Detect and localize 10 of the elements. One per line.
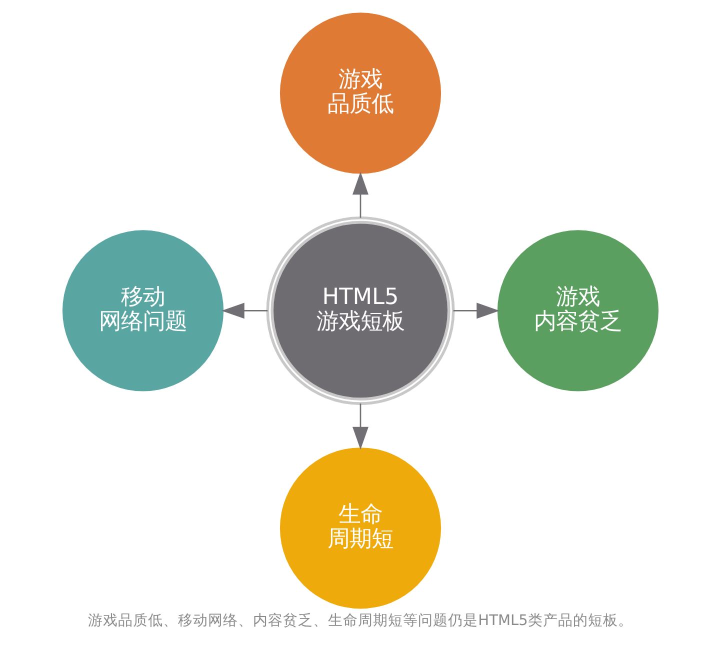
arrow	[352, 404, 368, 450]
arrow	[452, 302, 499, 319]
node-circle: HTML5游戏短板	[266, 216, 454, 405]
node-circle: 生命周期短	[279, 448, 441, 609]
arrow	[221, 302, 268, 319]
node-circle: 移动网络问题	[62, 230, 224, 392]
arrow	[352, 172, 368, 218]
caption: 游戏品质低、移动网络、内容贫乏、生命周期短等问题仍是HTML5类产品的短板。	[88, 612, 632, 629]
node-circle: 游戏品质低	[279, 12, 441, 174]
node-circle: 游戏内容贫乏	[496, 230, 658, 392]
